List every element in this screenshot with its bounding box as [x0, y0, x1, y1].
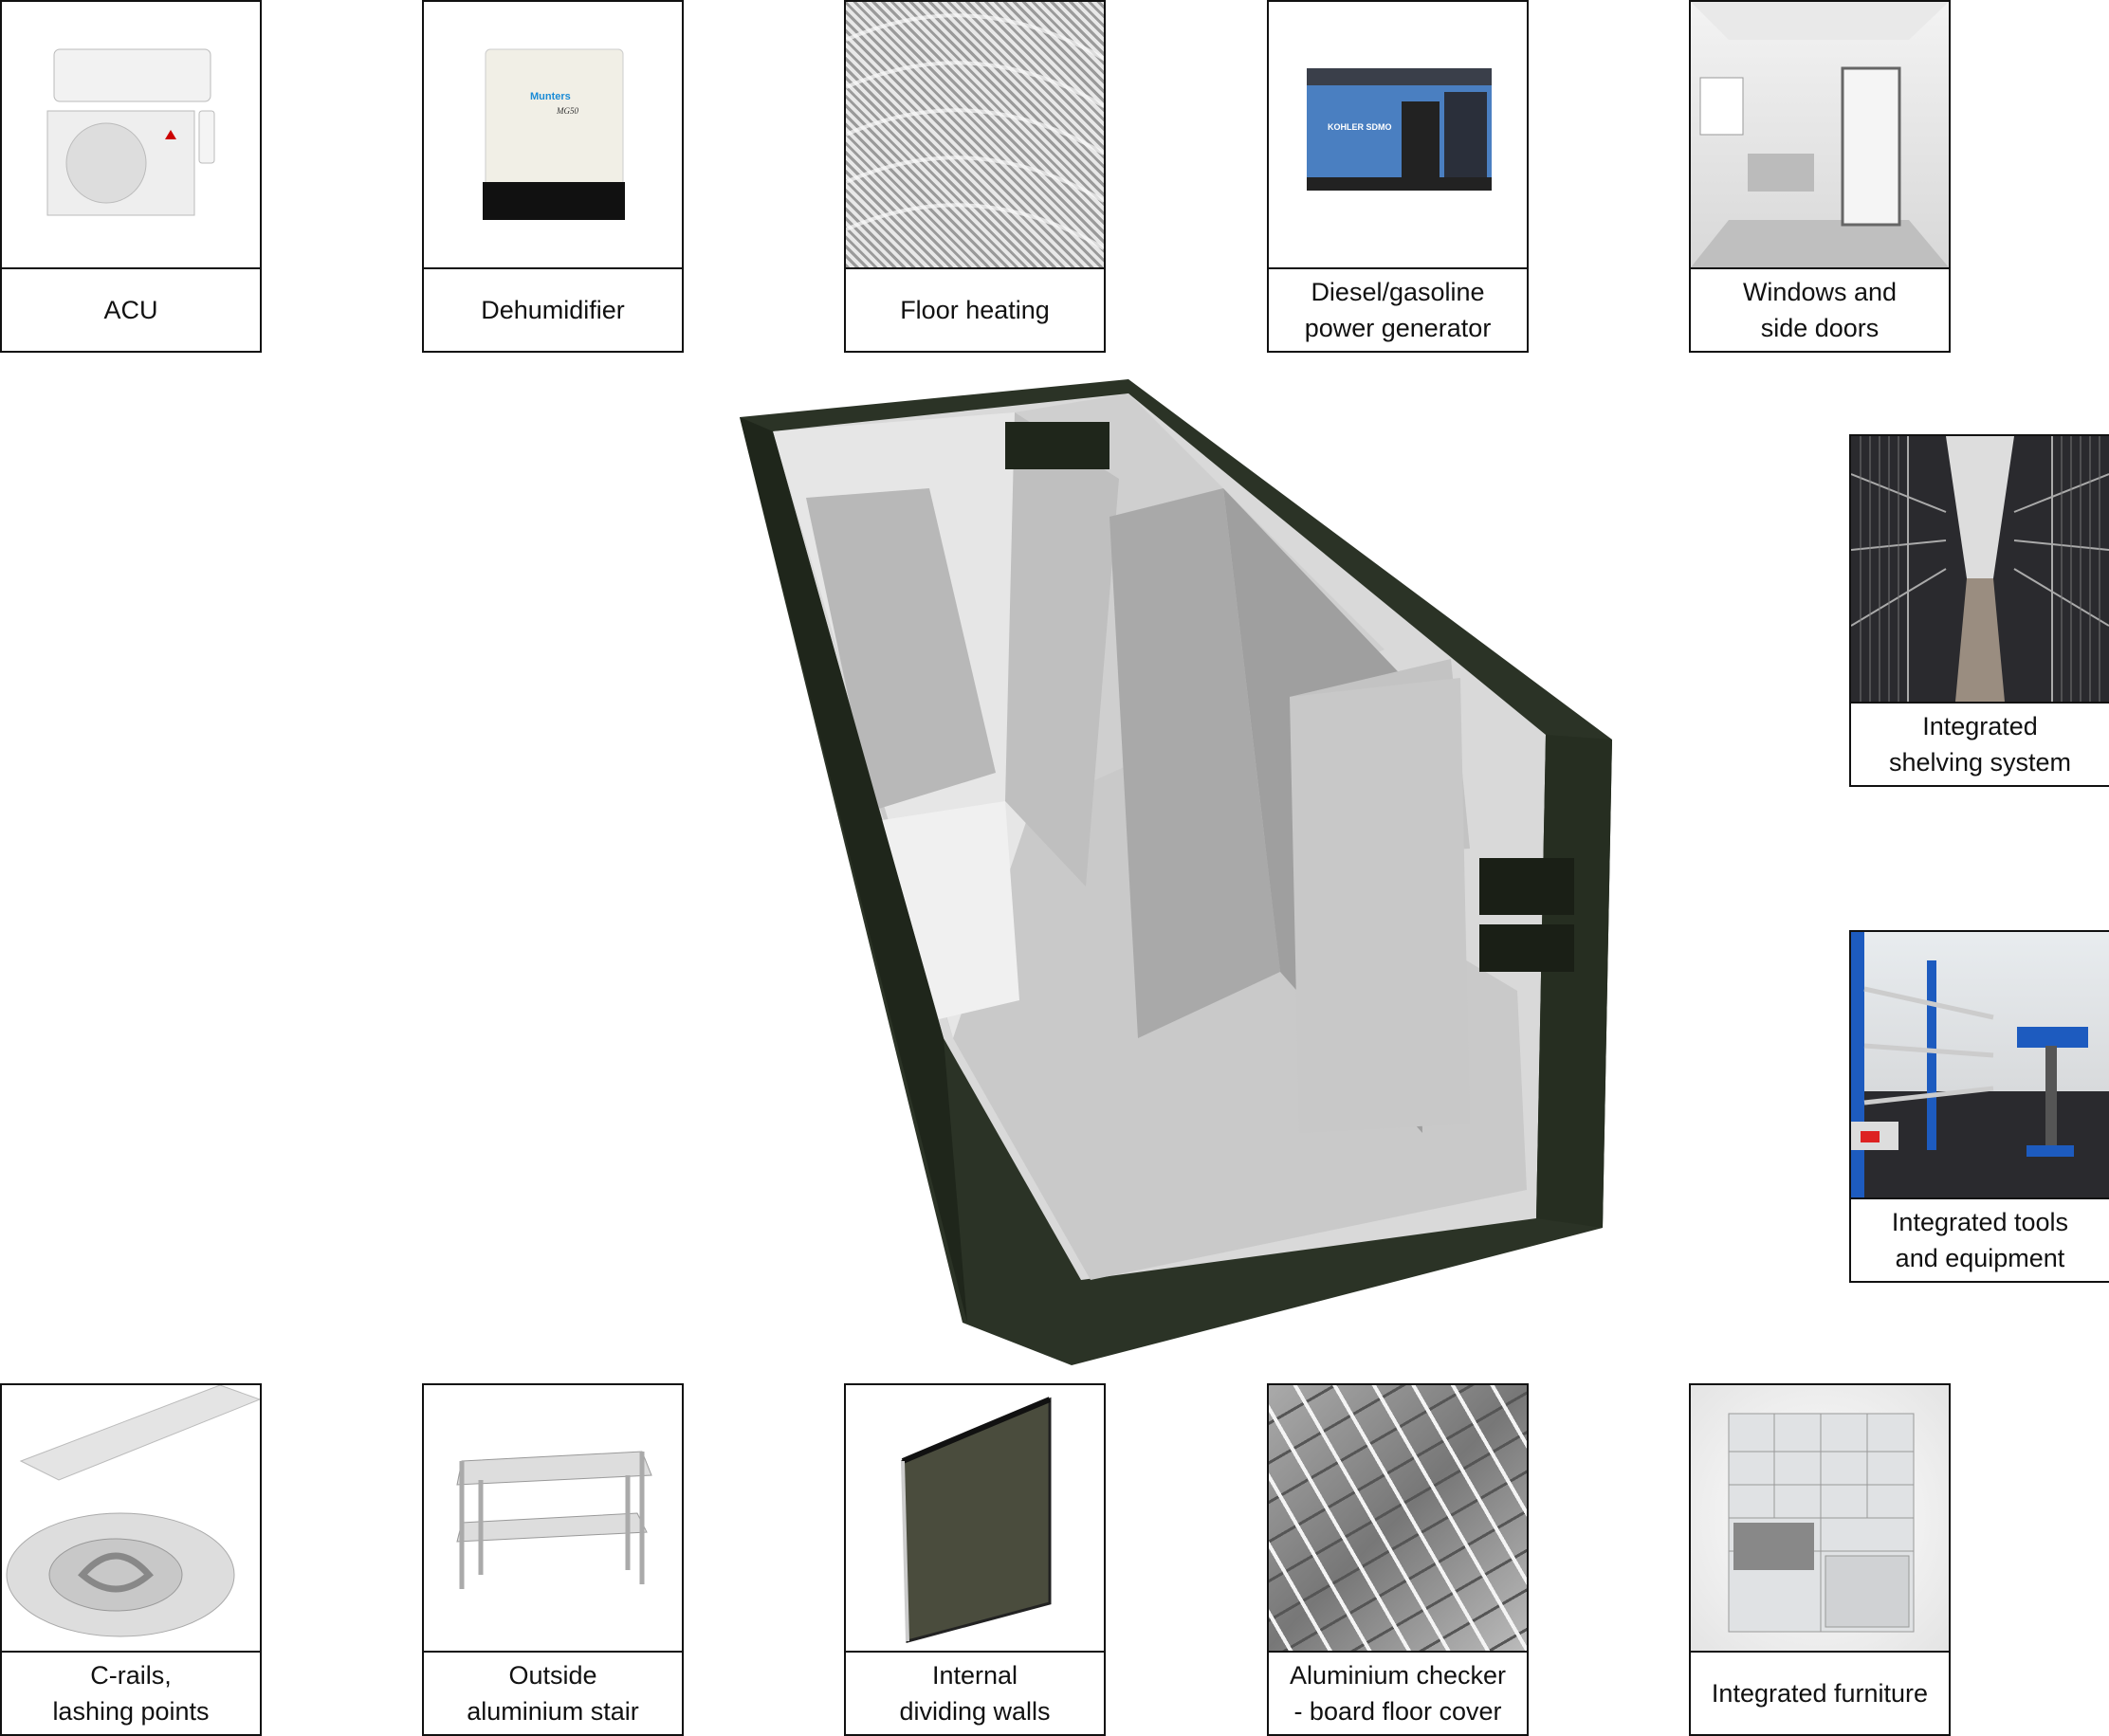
- svg-text:KOHLER SDMO: KOHLER SDMO: [1328, 122, 1392, 132]
- feature-card-windows-doors: Windows and side doors: [1689, 0, 1951, 353]
- feature-label: Integrated shelving system: [1888, 712, 2072, 777]
- feature-label: Diesel/gasoline power generator: [1304, 278, 1492, 342]
- feature-card-furniture: Integrated furniture: [1689, 1383, 1951, 1736]
- c-rails-image: [2, 1385, 260, 1653]
- svg-text:MG50: MG50: [556, 106, 578, 116]
- shelving-image: [1851, 436, 2109, 704]
- feature-label: ACU: [103, 296, 158, 324]
- container-3d-render: [730, 375, 1622, 1365]
- feature-card-floor-heating: Floor heating: [844, 0, 1106, 353]
- furniture-image: [1691, 1385, 1949, 1653]
- feature-label: Internal dividing walls: [899, 1661, 1051, 1726]
- feature-label: Aluminium checker - board floor cover: [1289, 1661, 1507, 1726]
- floor-heating-image: [846, 2, 1104, 269]
- feature-card-walls: Internal dividing walls: [844, 1383, 1106, 1736]
- stair-image: [424, 1385, 682, 1653]
- svg-text:Munters: Munters: [530, 91, 571, 102]
- feature-label: C-rails, lashing points: [52, 1661, 210, 1726]
- feature-card-checker: Aluminium checker - board floor cover: [1267, 1383, 1529, 1736]
- feature-card-stair: Outside aluminium stair: [422, 1383, 684, 1736]
- feature-card-generator: KOHLER SDMO Diesel/gasoline power genera…: [1267, 0, 1529, 353]
- feature-label: Integrated furniture: [1711, 1679, 1929, 1708]
- feature-card-c-rails: C-rails, lashing points: [0, 1383, 262, 1736]
- feature-label: Floor heating: [900, 296, 1050, 324]
- feature-label: Windows and side doors: [1742, 278, 1898, 342]
- feature-label: Outside aluminium stair: [467, 1661, 639, 1726]
- walls-image: [846, 1385, 1104, 1653]
- generator-image: KOHLER SDMO: [1269, 2, 1527, 269]
- tools-image: [1851, 932, 2109, 1199]
- windows-doors-image: [1691, 2, 1949, 269]
- feature-label: Integrated tools and equipment: [1891, 1208, 2069, 1272]
- acu-image: [2, 2, 260, 269]
- feature-card-acu: ACU: [0, 0, 262, 353]
- feature-label: Dehumidifier: [481, 296, 625, 324]
- feature-card-tools: Integrated tools and equipment: [1849, 930, 2109, 1283]
- checker-image: [1269, 1385, 1527, 1653]
- feature-card-shelving: Integrated shelving system: [1849, 434, 2109, 787]
